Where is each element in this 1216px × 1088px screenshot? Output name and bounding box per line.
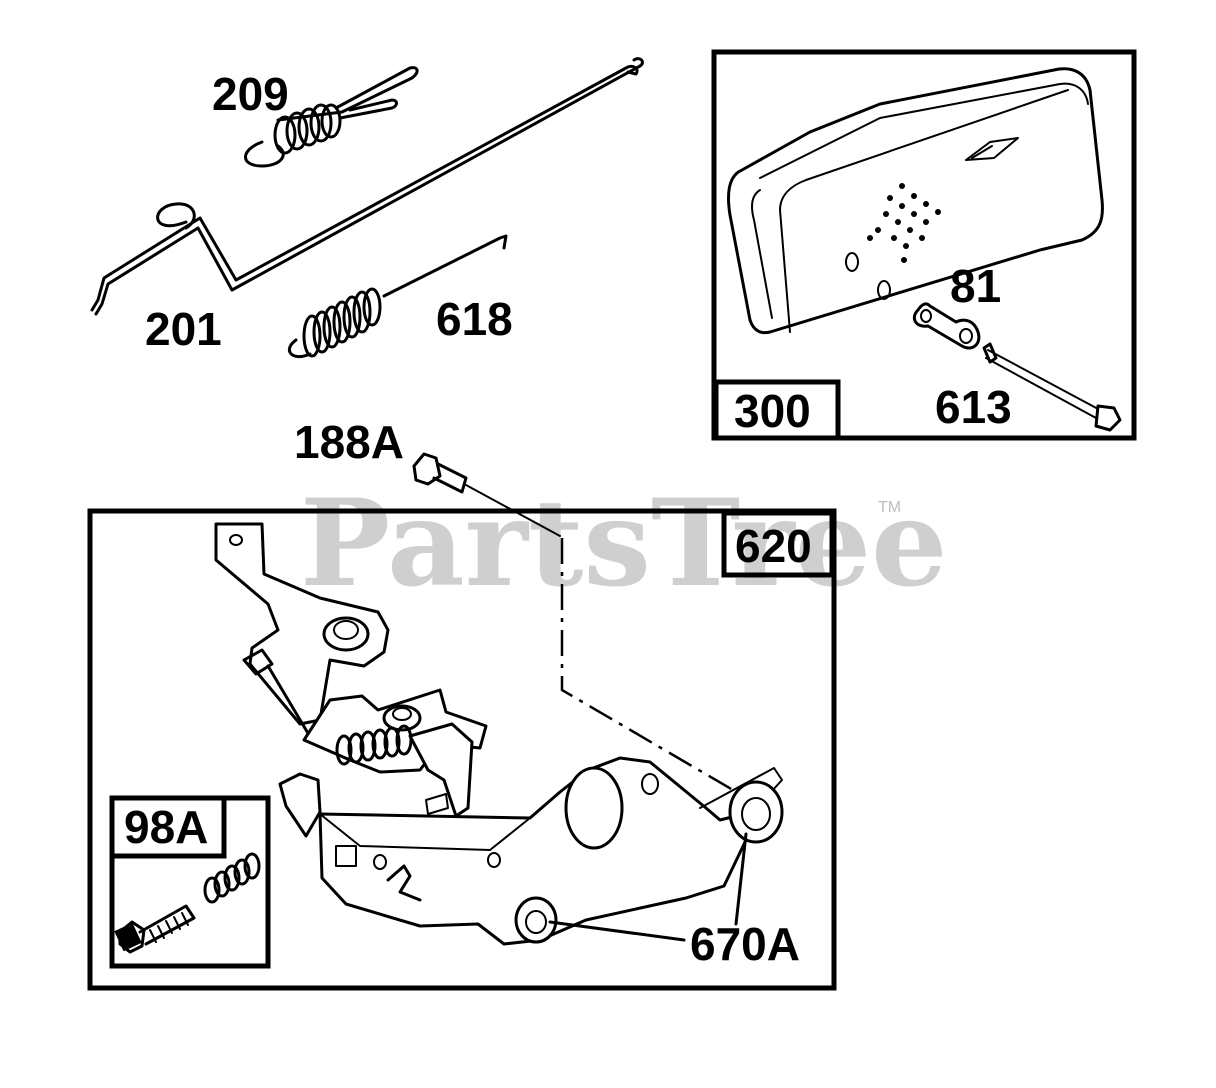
part-620-control-bracket[interactable]: [214, 522, 784, 946]
callout-670A: 670A: [690, 918, 800, 970]
part-81-washer[interactable]: [912, 302, 981, 350]
part-618-spring[interactable]: [288, 234, 508, 359]
watermark-trademark: TM: [878, 499, 901, 516]
control-group-box: [87, 508, 837, 991]
callout-613: 613: [935, 381, 1012, 433]
part-300-muffler[interactable]: [727, 67, 1104, 335]
callout-201: 201: [145, 303, 222, 355]
leader-670A-a: [548, 920, 686, 942]
part-98A-idle-screw[interactable]: [114, 904, 196, 954]
part-613-bolt[interactable]: [982, 342, 1122, 432]
part-209-spring[interactable]: [244, 66, 419, 168]
callout-81: 81: [950, 260, 1001, 312]
watermark-text: PartsTree: [300, 473, 947, 614]
callout-209: 209: [212, 68, 289, 120]
callout-620-frame: [721, 510, 835, 578]
callout-300-frame: [713, 379, 841, 441]
callout-620: 620: [735, 520, 812, 572]
callout-98A-frame: [109, 795, 227, 859]
leader-670A-b: [734, 832, 748, 926]
muffler-group-box: [711, 49, 1137, 441]
part-201-rod[interactable]: [90, 57, 644, 316]
callout-300: 300: [734, 385, 811, 437]
assembly-guide-line: [560, 538, 751, 802]
callout-188A: 188A: [294, 416, 404, 468]
part-98A-spring[interactable]: [203, 852, 261, 904]
callout-618: 618: [436, 293, 513, 345]
callout-98A: 98A: [124, 801, 208, 853]
